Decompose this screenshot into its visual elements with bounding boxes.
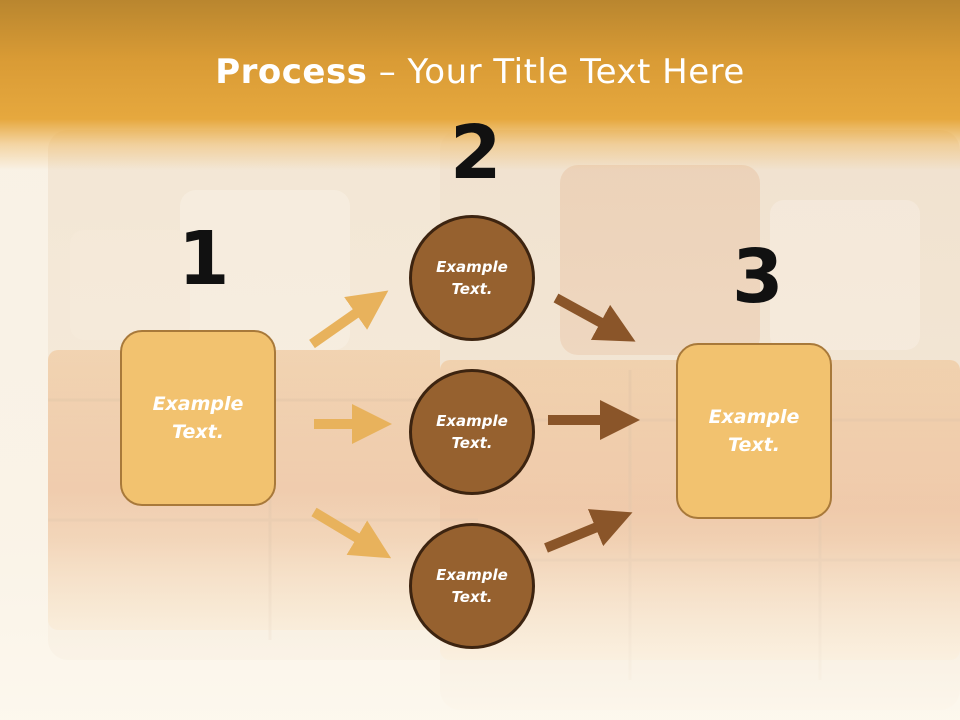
right-box-text: Example Text. (708, 405, 800, 457)
slide-title: Process – Your Title Text Here (0, 52, 960, 92)
left-box-text: Example Text. (152, 392, 244, 444)
circle-bottom-text: Example Text. (436, 565, 508, 607)
arrow-bot-to-right (544, 509, 633, 553)
circle-top: Example Text. (409, 215, 535, 341)
arrow-top-to-right (553, 293, 636, 342)
circle-top-text: Example Text. (436, 257, 508, 299)
right-box: Example Text. (676, 343, 832, 519)
title-band (0, 0, 960, 170)
circle-middle-text: Example Text. (436, 411, 508, 453)
step-number-1: 1 (178, 216, 230, 302)
circle-middle: Example Text. (409, 369, 535, 495)
title-rest: – Your Title Text Here (367, 52, 745, 92)
arrow-left-to-top (309, 290, 389, 349)
circle-bottom: Example Text. (409, 523, 535, 649)
title-bold: Process (215, 52, 368, 92)
arrow-left-to-bot (311, 507, 392, 559)
left-box: Example Text. (120, 330, 276, 506)
step-number-3: 3 (732, 234, 784, 320)
step-number-2: 2 (450, 110, 502, 196)
